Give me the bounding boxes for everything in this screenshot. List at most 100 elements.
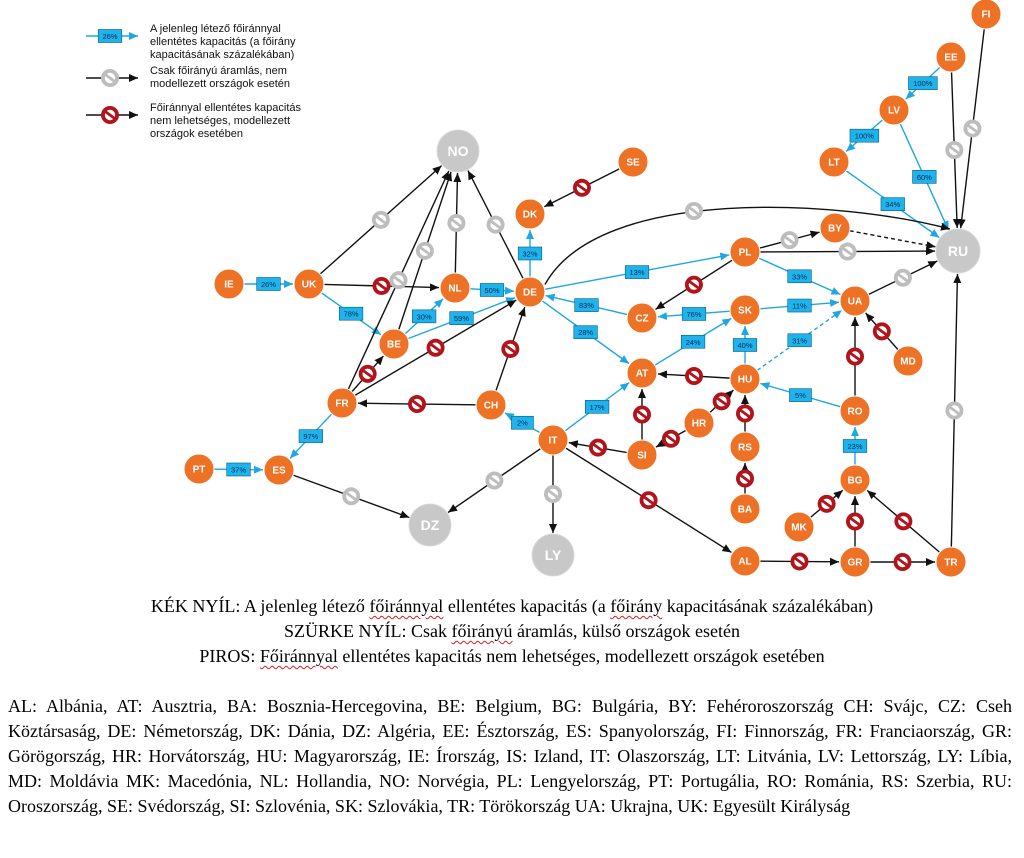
- edge-de-ru: [544, 206, 951, 285]
- edge-ro-hu-pct: 5%: [789, 388, 812, 402]
- svg-text:28%: 28%: [578, 328, 593, 337]
- edge-fi-ru-gray-symbol: [963, 119, 982, 138]
- edge-cz-de-pct: 83%: [574, 298, 599, 312]
- node-lt: LT: [818, 146, 850, 178]
- node-lv: LV: [878, 94, 910, 126]
- node-label: AL: [738, 557, 751, 568]
- svg-text:17%: 17%: [590, 403, 605, 412]
- node-ua: UA: [839, 285, 871, 317]
- abbreviation-list: AL: Albánia, AT: Ausztria, BA: Bosznia-H…: [8, 696, 1012, 816]
- edge-tr-bg-red-symbol: [894, 512, 913, 531]
- edge-al-gr-red-symbol: [790, 552, 809, 571]
- edge-mk-bg-red-symbol: [817, 494, 836, 513]
- node-it: IT: [537, 424, 569, 456]
- svg-text:97%: 97%: [303, 432, 318, 441]
- legend-text-line: nem lehetséges, modellezett: [150, 115, 290, 127]
- network-svg: 26%A jelenleg létező főiránnyalellentéte…: [86, 0, 1002, 578]
- edge-lv-lt-pct: 100%: [849, 128, 880, 143]
- node-label: SK: [738, 306, 753, 317]
- caption-gray-text-a: SZÜRKE NYÍL: Csak: [284, 621, 452, 641]
- node-label: NL: [448, 284, 461, 295]
- node-label: ES: [272, 466, 286, 477]
- node-label: FR: [335, 399, 349, 410]
- svg-text:40%: 40%: [737, 341, 752, 350]
- edge-pl-by-gray-symbol: [780, 231, 799, 250]
- node-label: RS: [738, 443, 752, 454]
- node-label: LY: [545, 547, 562, 563]
- legend-text-line: kapacitásának százalékában): [150, 49, 294, 61]
- edge-uk-nl-red-symbol: [372, 276, 391, 295]
- node-label: CH: [484, 401, 498, 412]
- edge-uk-no-gray-symbol: [371, 210, 390, 229]
- node-ba: BA: [729, 493, 761, 525]
- symbols-layer: 26%78%30%59%50%32%13%76%83%28%24%40%11%3…: [226, 76, 982, 571]
- edge-uk-be-pct: 78%: [338, 306, 364, 321]
- edge-nl-no-gray-symbol: [447, 213, 466, 232]
- edge-it-ch-pct: 2%: [511, 415, 534, 430]
- node-label: PT: [193, 465, 206, 476]
- edge-lv-ru-pct: 60%: [912, 170, 937, 184]
- edge-hr-si-red-symbol: [661, 429, 680, 448]
- node-label: IE: [224, 280, 234, 291]
- edge-md-ua-red-symbol: [872, 322, 891, 341]
- edge-fr-be-red-symbol: [358, 364, 377, 383]
- node-label: FI: [982, 10, 991, 21]
- node-gr: GR: [839, 546, 871, 578]
- node-label: DE: [523, 288, 537, 299]
- svg-text:13%: 13%: [630, 268, 645, 277]
- node-label: HR: [692, 419, 707, 430]
- edge-nl-de-pct: 50%: [479, 283, 505, 297]
- edge-sk-ua-pct: 11%: [787, 298, 812, 313]
- svg-text:59%: 59%: [454, 314, 469, 323]
- node-label: HU: [738, 375, 752, 386]
- edge-it-ly-gray-symbol: [544, 485, 562, 503]
- node-nl: NL: [439, 272, 471, 304]
- edge-ba-rs-red-symbol: [736, 469, 754, 488]
- legend-gray-symbol: [101, 69, 119, 87]
- caption-gray-text-b: főirányú: [451, 621, 513, 641]
- edge-tr-ru-gray-symbol: [945, 401, 964, 420]
- edge-gr-tr-red-symbol: [893, 553, 912, 571]
- edge-hu-sk-pct: 40%: [732, 338, 758, 352]
- svg-text:37%: 37%: [231, 465, 246, 474]
- svg-text:24%: 24%: [686, 338, 701, 347]
- node-ee: EE: [935, 41, 967, 73]
- edge-it-dz-gray-symbol: [485, 471, 504, 490]
- legend-text-line: modellezett országok esetén: [150, 78, 290, 90]
- node-pt: PT: [183, 453, 215, 485]
- edge-pl-ru-gray-symbol: [838, 242, 857, 261]
- node-label: MK: [791, 523, 807, 534]
- node-label: NO: [448, 143, 469, 159]
- svg-text:2%: 2%: [517, 419, 528, 428]
- edge-be-de-pct: 59%: [449, 311, 474, 325]
- edge-ch-de-red-symbol: [501, 339, 520, 358]
- svg-text:32%: 32%: [522, 250, 537, 259]
- node-label: CZ: [635, 314, 648, 325]
- edge-gr-bg-red-symbol: [846, 512, 864, 531]
- node-ie: IE: [213, 268, 245, 300]
- node-de: DE: [514, 276, 546, 308]
- svg-text:33%: 33%: [792, 272, 807, 281]
- node-label: GR: [848, 558, 864, 569]
- edge-it-at-pct: 17%: [585, 400, 610, 414]
- node-fi: FI: [970, 0, 1002, 30]
- edge-ch-fr-red-symbol: [407, 395, 426, 414]
- node-es: ES: [263, 454, 295, 486]
- edge-be-no-gray-symbol: [415, 241, 434, 260]
- edge-ee-ru-gray-symbol: [945, 141, 964, 160]
- svg-text:76%: 76%: [686, 310, 701, 319]
- edge-pl-cz-red-symbol: [684, 275, 703, 294]
- node-label: DZ: [421, 517, 440, 533]
- node-label: DK: [523, 210, 538, 221]
- node-label: BY: [828, 224, 842, 235]
- edge-sk-cz-pct: 76%: [681, 307, 707, 321]
- svg-text:60%: 60%: [917, 173, 932, 182]
- svg-text:11%: 11%: [792, 302, 807, 311]
- caption-red-text-a: PIROS:: [199, 646, 260, 666]
- edge-it-al-red-symbol: [639, 491, 658, 510]
- node-label: LT: [828, 158, 839, 169]
- svg-text:31%: 31%: [792, 336, 807, 345]
- node-ch: CH: [475, 389, 507, 421]
- svg-text:78%: 78%: [344, 310, 359, 319]
- edge-hu-ua-pct: 31%: [787, 333, 812, 348]
